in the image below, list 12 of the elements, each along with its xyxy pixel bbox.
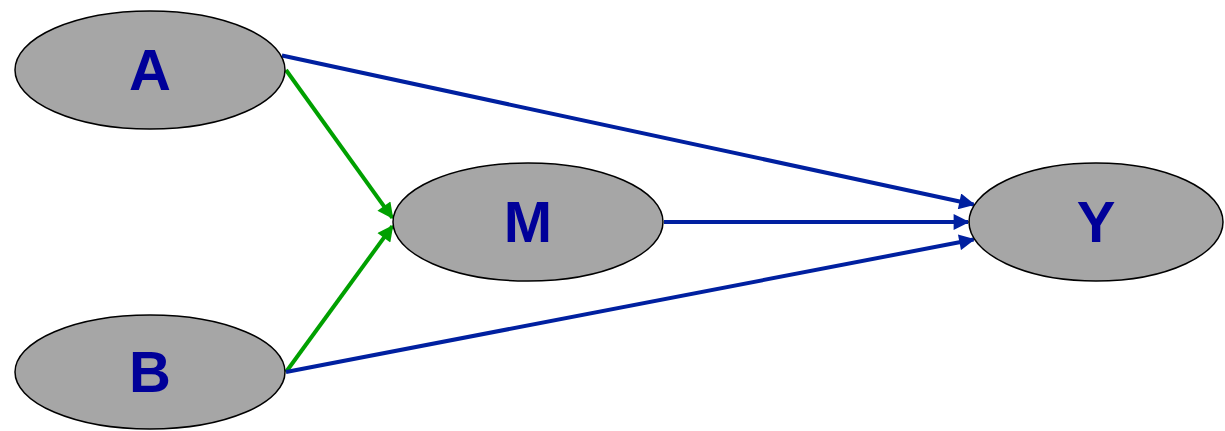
arrow xyxy=(281,53,976,210)
arrow xyxy=(284,68,394,220)
ellipse-node xyxy=(392,162,664,282)
arrow xyxy=(664,214,970,230)
ellipse-node xyxy=(14,314,286,430)
node-label: M xyxy=(503,193,553,251)
node-label: A xyxy=(129,41,171,99)
ellipse-node xyxy=(14,10,286,130)
arrow xyxy=(285,234,976,374)
node-label: Y xyxy=(1076,193,1116,251)
node-label: B xyxy=(129,343,171,401)
ellipse-node xyxy=(968,162,1224,282)
